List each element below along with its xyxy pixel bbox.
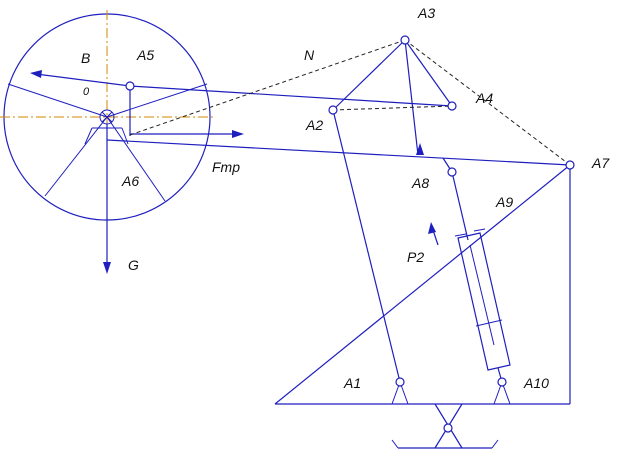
force-b-arrow bbox=[35, 73, 131, 87]
label-a2: A2 bbox=[305, 117, 323, 133]
label-a3: A3 bbox=[417, 5, 435, 21]
link-a3-a8 bbox=[404, 39, 419, 156]
label-a5: A5 bbox=[136, 47, 154, 63]
joint-a10 bbox=[497, 377, 507, 387]
label-a10: A10 bbox=[523, 375, 549, 391]
dashed-a2-a4 bbox=[332, 105, 453, 111]
joint-a7 bbox=[565, 160, 575, 170]
force-g-arrowhead bbox=[103, 262, 111, 274]
label-n: N bbox=[304, 47, 315, 63]
link-a3-a2 bbox=[332, 39, 406, 111]
joint-a4 bbox=[447, 101, 457, 111]
joint-a8 bbox=[447, 167, 457, 177]
link-hub-a7 bbox=[106, 139, 571, 166]
label-a4: A4 bbox=[475, 90, 493, 106]
link-a2-a1 bbox=[332, 109, 401, 383]
force-p2-arrowhead bbox=[428, 222, 436, 234]
label-a8: A8 bbox=[411, 175, 429, 191]
dashed-n bbox=[129, 39, 406, 136]
label-a1: A1 bbox=[343, 375, 361, 391]
label-fmp: Fmp bbox=[212, 159, 240, 175]
spoke-3 bbox=[44, 116, 108, 197]
label-b: B bbox=[81, 50, 90, 66]
label-p2: P2 bbox=[407, 249, 424, 265]
spoke-1 bbox=[7, 83, 108, 118]
label-o: 0 bbox=[83, 86, 90, 98]
a8-arrowhead bbox=[416, 143, 424, 155]
label-g: G bbox=[128, 257, 139, 273]
label-a9: A9 bbox=[495, 194, 513, 210]
joint-a1 bbox=[395, 377, 405, 387]
force-b-arrowhead bbox=[30, 70, 42, 78]
link-a8-cyl bbox=[451, 171, 469, 241]
joint-a5 bbox=[125, 81, 135, 91]
label-a6: A6 bbox=[121, 173, 139, 189]
link-a3-a4 bbox=[404, 39, 453, 107]
link-a5-a4 bbox=[129, 85, 453, 107]
joint-a2 bbox=[328, 105, 338, 115]
spoke-2 bbox=[106, 83, 208, 118]
force-fmp-arrowhead bbox=[232, 130, 244, 138]
joint-a3 bbox=[400, 35, 410, 45]
spoke-4 bbox=[106, 116, 166, 202]
joint-scissor bbox=[443, 423, 453, 433]
frame-diagonal-a9 bbox=[274, 164, 571, 405]
label-a7: A7 bbox=[591, 155, 610, 171]
